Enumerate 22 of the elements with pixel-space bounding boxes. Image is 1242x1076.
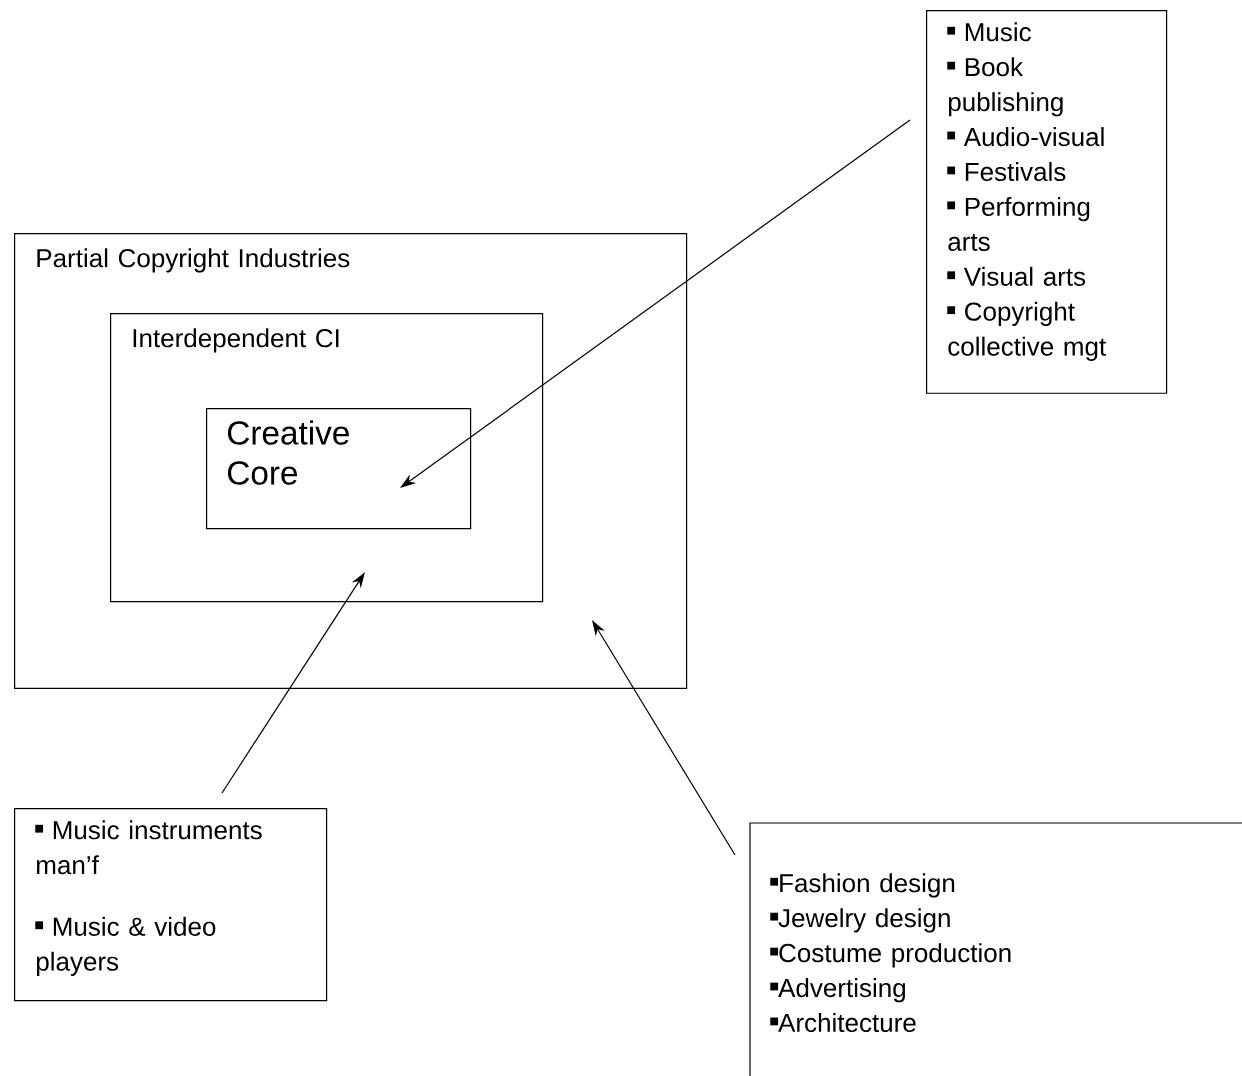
- list-item: Copyright collective mgt: [947, 301, 1106, 361]
- list-item: Audio-visual: [947, 127, 1104, 147]
- list-item: Advertising: [770, 978, 905, 1003]
- list-item: Fashion design: [770, 873, 955, 898]
- list-box: [749, 822, 1242, 1076]
- list-box: [926, 10, 1168, 394]
- list-item: Book publishing: [947, 57, 1063, 117]
- nested-box: [206, 408, 472, 530]
- box-heading: Partial Copyright Industries: [37, 248, 350, 273]
- list-item: Visual arts: [947, 266, 1086, 286]
- list-item: Architecture: [770, 1013, 916, 1033]
- list-item: Music: [947, 22, 1031, 42]
- list-item: Festivals: [947, 162, 1066, 182]
- list-item: Performing arts: [947, 196, 1090, 251]
- box-heading: Interdependent CI: [133, 328, 339, 353]
- list-item: Costume production: [770, 943, 1011, 968]
- box-heading: Creative Core: [227, 420, 349, 485]
- list-item: Jewelry design: [770, 908, 950, 933]
- arrow: [400, 119, 911, 488]
- list-item: Music instruments man’f: [35, 820, 262, 875]
- list-box: [14, 808, 328, 1002]
- list-item: Music & video players: [35, 916, 216, 976]
